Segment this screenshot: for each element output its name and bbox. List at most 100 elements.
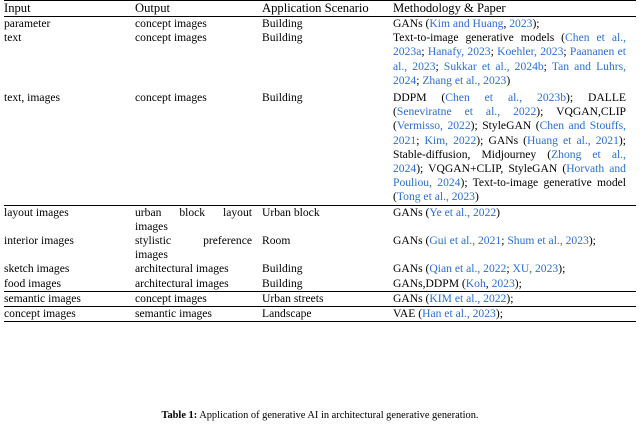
method-text-run: ); DALLE (	[393, 91, 626, 119]
method-text-run: ); Text-to-image generative model (	[393, 176, 627, 204]
cell-output-text: semantic images	[135, 307, 212, 321]
cell-scenario-text: Building	[262, 276, 303, 290]
cell-method-text: VAE (Han et al., 2023);	[393, 307, 636, 321]
table-caption: Table 1: Application of generative AI in…	[0, 409, 640, 422]
citation-link[interactable]: Sukkar et al., 2024b	[443, 59, 544, 73]
table-header-row: Input Output Application Scenario Method…	[4, 1, 636, 17]
method-text-run: )	[474, 190, 479, 204]
column-header-output-label: Output	[135, 1, 170, 15]
table-body: Input Output Application Scenario Method…	[4, 0, 636, 323]
method-text-run: ); VQGAN,CLIP (	[393, 105, 627, 133]
table-caption-prefix: Table 1:	[161, 410, 198, 421]
method-text-run: GANs (	[393, 262, 430, 276]
cell-input-text: semantic images	[4, 291, 81, 305]
cell-input: semantic images	[4, 292, 135, 307]
citation-link[interactable]: Horvath and Pouliou, 2024	[393, 162, 626, 190]
method-text-run: );	[506, 291, 514, 305]
method-text-run: DDPM (	[393, 91, 446, 105]
citation-link[interactable]: Qian et al., 2022	[429, 262, 507, 276]
method-text-run: GANs (	[393, 234, 430, 248]
table-rule-group-2	[4, 291, 636, 292]
citation-link[interactable]: Chen et al., 2023b	[445, 91, 567, 105]
method-text-run: ;	[490, 45, 498, 59]
table-row: parameter concept images Building GANs (…	[4, 17, 636, 31]
citation-link[interactable]: 2023	[509, 17, 533, 30]
method-text-run: ); StyleGAN (	[470, 119, 540, 133]
method-text-run: ); GANs (	[476, 133, 528, 147]
cell-method: VAE (Han et al., 2023);	[393, 307, 636, 322]
column-header-output: Output	[135, 1, 262, 17]
citation-link[interactable]: Gui et al., 2021	[429, 234, 502, 248]
cell-output-text: concept images	[135, 31, 207, 45]
method-text-run: );	[558, 262, 566, 276]
column-header-input: Input	[4, 1, 135, 17]
method-text-run: );	[532, 17, 540, 30]
citation-link[interactable]: Han et al., 2023	[422, 307, 496, 321]
cell-input-text: parameter	[4, 17, 51, 30]
cell-output: architectural images	[135, 262, 262, 276]
cell-method: GANs (Kim and Huang, 2023);	[393, 17, 636, 31]
table-row: interior images stylistic preference ima…	[4, 234, 636, 262]
citation-link[interactable]: Ye et al., 2022	[429, 205, 497, 219]
table-row: semantic images concept images Urban str…	[4, 292, 636, 307]
cell-method-text: GANs (Kim and Huang, 2023);	[393, 17, 636, 31]
citation-link[interactable]: Tan and Luhrs, 2024	[393, 59, 627, 87]
cell-input: interior images	[4, 234, 135, 262]
cell-output: architectural images	[135, 277, 262, 292]
cell-input-text: text, images	[4, 91, 61, 105]
cell-scenario-text: Building	[262, 262, 303, 276]
cell-input: text	[4, 31, 135, 88]
method-text-run: ); VQGAN+CLIP, StyleGAN (	[416, 162, 567, 176]
cell-output-text: concept images	[135, 17, 207, 30]
generative-ai-applications-table: Input Output Application Scenario Method…	[4, 0, 636, 323]
cell-input-text: layout images	[4, 205, 69, 219]
cell-scenario-text: Building	[262, 31, 303, 45]
column-header-input-label: Input	[4, 1, 31, 15]
method-text-run: Text-to-image generative models (	[393, 31, 566, 45]
citation-link[interactable]: Shum et al., 2023	[507, 234, 589, 248]
cell-method-text: GANs (KIM et al., 2022);	[393, 292, 636, 306]
citation-link[interactable]: XU, 2023	[512, 262, 559, 276]
citation-link[interactable]: KIM et al., 2022	[429, 291, 507, 305]
cell-scenario-text: Urban block	[262, 205, 320, 219]
citation-link[interactable]: Tong et al., 2023	[396, 190, 475, 204]
citation-link[interactable]: Kim, 2022	[424, 133, 477, 147]
citation-link[interactable]: Koehler, 2023	[497, 45, 564, 59]
method-text-run: GANs (	[393, 291, 430, 305]
citation-link[interactable]: Vermisso, 2022	[396, 119, 471, 133]
cell-method: GANs (Gui et al., 2021; Shum et al., 202…	[393, 234, 636, 262]
citation-link[interactable]: Seneviratne et al., 2022	[396, 105, 537, 119]
cell-method-text: GANs (Gui et al., 2021; Shum et al., 202…	[393, 234, 636, 248]
table-rule-group-3	[4, 306, 636, 308]
cell-scenario: Building	[262, 91, 393, 205]
citation-link[interactable]: Paananen et al., 2023	[393, 45, 626, 73]
cell-method-text: GANs,DDPM (Koh, 2023);	[393, 277, 636, 291]
table-row: text, images concept images Building DDP…	[4, 91, 636, 205]
cell-output-text: concept images	[135, 291, 207, 305]
column-header-scenario-label: Application Scenario	[262, 1, 369, 15]
cell-input: food images	[4, 277, 135, 292]
cell-output: concept images	[135, 91, 262, 205]
cell-method-text: GANs (Qian et al., 2022; XU, 2023);	[393, 262, 636, 276]
citation-link[interactable]: Koh	[465, 276, 486, 290]
citation-link[interactable]: Kim and Huang	[429, 17, 504, 30]
cell-output-text: stylistic preference images	[135, 234, 252, 262]
citation-link[interactable]: Chen et al., 2023a	[393, 31, 626, 59]
cell-output: semantic images	[135, 307, 262, 322]
method-text-run: ;	[421, 45, 428, 59]
method-text-run: VAE (	[393, 307, 423, 321]
citation-link[interactable]: Zhang et al., 2023	[422, 73, 507, 87]
cell-input-text: interior images	[4, 234, 74, 248]
cell-input: concept images	[4, 307, 135, 322]
citation-link[interactable]: 2023	[491, 276, 515, 290]
cell-method: GANs (Ye et al., 2022)	[393, 206, 636, 234]
cell-scenario: Building	[262, 262, 393, 276]
citation-link[interactable]: Huang et al., 2021	[527, 133, 619, 147]
cell-input-text: food images	[4, 276, 61, 290]
cell-output: urban block layout images	[135, 206, 262, 234]
table-row: food images architectural images Buildin…	[4, 277, 636, 292]
citation-link[interactable]: Hanafy, 2023	[427, 45, 491, 59]
citation-link[interactable]: Chen and Stouffs, 2021	[393, 119, 626, 147]
citation-link[interactable]: Zhong et al., 2024	[393, 147, 626, 176]
cell-scenario: Building	[262, 277, 393, 292]
